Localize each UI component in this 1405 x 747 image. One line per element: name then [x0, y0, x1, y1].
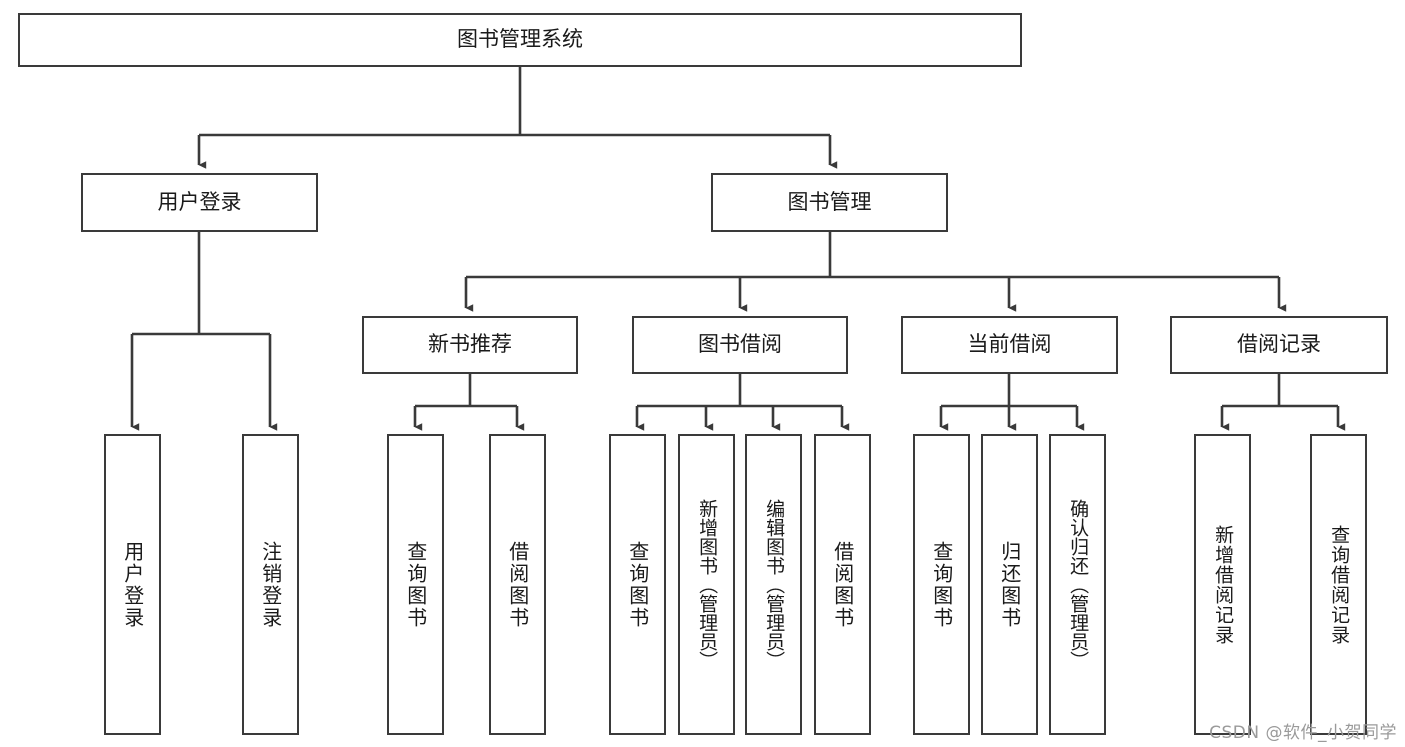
leaf-add-book-admin[interactable]: 新增图书（管理员）	[678, 434, 735, 735]
leaf-borrow-books-borrowing[interactable]: 借阅图书	[814, 434, 871, 735]
node-root-book-management-system[interactable]: 图书管理系统	[18, 13, 1022, 67]
node-book-borrowing[interactable]: 图书借阅	[632, 316, 848, 374]
node-label: 归还图书	[997, 540, 1022, 629]
node-label: 编辑图书（管理员）	[763, 499, 786, 670]
node-label: 图书管理	[787, 189, 872, 214]
leaf-confirm-return-admin[interactable]: 确认归还（管理员）	[1049, 434, 1106, 735]
node-book-management[interactable]: 图书管理	[711, 173, 948, 232]
node-label: 确认归还（管理员）	[1067, 499, 1090, 670]
node-label: 借阅记录	[1237, 332, 1321, 357]
node-label: 新增借阅记录	[1212, 524, 1235, 645]
leaf-query-books-borrowing[interactable]: 查询图书	[609, 434, 666, 735]
node-label: 新书推荐	[428, 332, 512, 357]
node-label: 图书借阅	[698, 332, 782, 357]
csdn-watermark: CSDN @软件_小贺同学	[1209, 723, 1397, 743]
node-label: 图书管理系统	[457, 27, 583, 52]
node-new-book-recommendation[interactable]: 新书推荐	[362, 316, 578, 374]
leaf-edit-book-admin[interactable]: 编辑图书（管理员）	[745, 434, 802, 735]
leaf-query-books-current[interactable]: 查询图书	[913, 434, 970, 735]
node-label: 查询图书	[929, 540, 954, 629]
node-borrowing-records[interactable]: 借阅记录	[1170, 316, 1388, 374]
leaf-query-borrow-record[interactable]: 查询借阅记录	[1310, 434, 1367, 735]
node-label: 用户登录	[120, 540, 145, 629]
node-label: 查询图书	[625, 540, 650, 629]
node-label: 当前借阅	[967, 332, 1052, 357]
leaf-user-login[interactable]: 用户登录	[104, 434, 161, 735]
node-label: 借阅图书	[830, 540, 855, 629]
leaf-borrow-books-recommendation[interactable]: 借阅图书	[489, 434, 546, 735]
leaf-query-books-recommendation[interactable]: 查询图书	[387, 434, 444, 735]
node-current-borrowing[interactable]: 当前借阅	[901, 316, 1118, 374]
node-label: 查询借阅记录	[1328, 524, 1351, 645]
leaf-add-borrow-record[interactable]: 新增借阅记录	[1194, 434, 1251, 735]
node-user-login[interactable]: 用户登录	[81, 173, 318, 232]
node-label: 借阅图书	[505, 540, 530, 629]
node-label: 新增图书（管理员）	[696, 499, 719, 670]
node-label: 查询图书	[403, 540, 428, 629]
node-label: 注销登录	[258, 540, 283, 629]
node-label: 用户登录	[157, 189, 242, 214]
leaf-logout[interactable]: 注销登录	[242, 434, 299, 735]
leaf-return-books[interactable]: 归还图书	[981, 434, 1038, 735]
